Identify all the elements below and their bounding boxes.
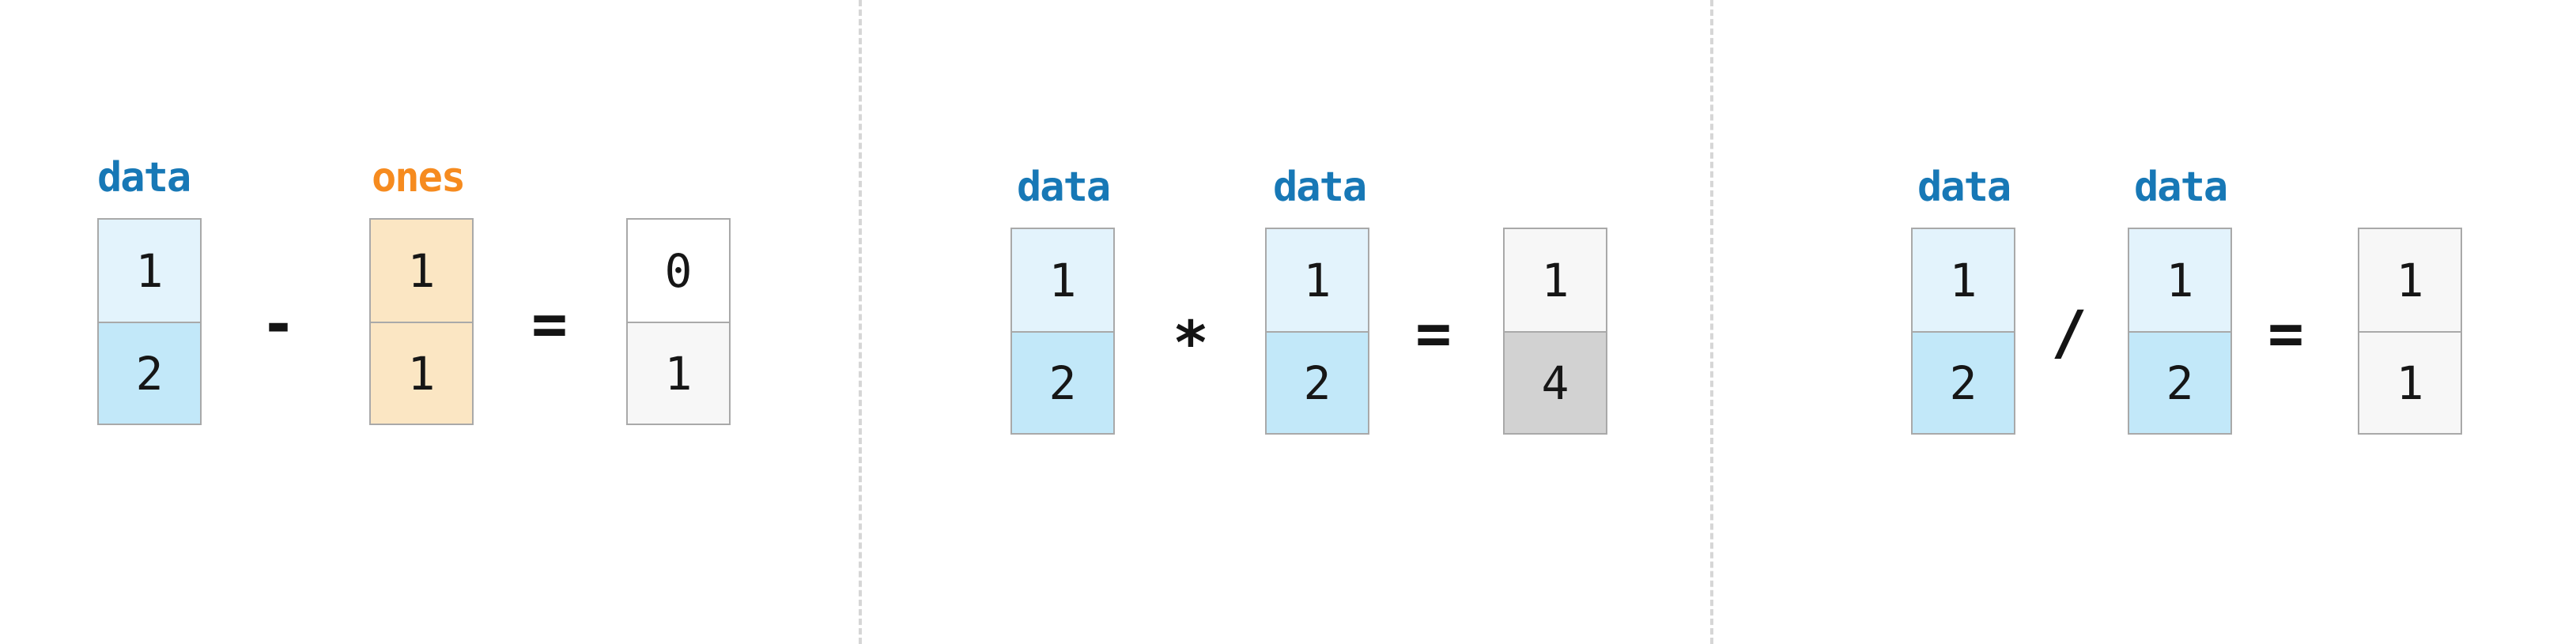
array-cell: 1	[2359, 331, 2461, 433]
array-column-result: 1 4	[1503, 228, 1607, 435]
array-column-ones: 1 1	[369, 218, 474, 425]
array-column-result: 1 1	[2358, 228, 2462, 435]
array-cell: 1	[99, 220, 200, 322]
array-cell: 1	[2359, 229, 2461, 331]
array-label-data: data	[1273, 164, 1367, 211]
array-column-result: 0 1	[626, 218, 731, 425]
array-cell: 4	[1505, 331, 1606, 433]
array-cell: 2	[2129, 331, 2230, 433]
array-cell: 1	[1012, 229, 1113, 331]
operator-divide: /	[2051, 297, 2087, 367]
array-label-data: data	[1917, 164, 2011, 211]
array-cell: 0	[628, 220, 729, 322]
array-cell: 1	[1505, 229, 1606, 331]
array-column-data: 1 2	[97, 218, 202, 425]
array-cell: 2	[1913, 331, 2014, 433]
operator-equals: =	[2268, 298, 2304, 368]
array-cell: 1	[2129, 229, 2230, 331]
panel-divider-2	[1710, 0, 1713, 644]
array-label-data: data	[2134, 164, 2228, 211]
operator-equals: =	[1415, 298, 1452, 368]
operator-equals: =	[531, 288, 568, 359]
array-cell: 1	[1913, 229, 2014, 331]
array-cell: 2	[1012, 331, 1113, 433]
array-cell: 1	[371, 322, 472, 424]
array-column-data: 1 2	[2128, 228, 2232, 435]
array-cell: 1	[628, 322, 729, 424]
array-cell: 1	[371, 220, 472, 322]
array-label-data: data	[1017, 164, 1111, 211]
array-column-data: 1 2	[1265, 228, 1369, 435]
operator-minus: -	[260, 288, 297, 359]
array-cell: 1	[1267, 229, 1368, 331]
operator-multiply: *	[1173, 307, 1209, 378]
panel-divider-1	[859, 0, 862, 644]
array-cell: 2	[99, 322, 200, 424]
array-column-data: 1 2	[1911, 228, 2015, 435]
array-cell: 2	[1267, 331, 1368, 433]
array-label-data: data	[97, 154, 191, 201]
array-column-data: 1 2	[1010, 228, 1115, 435]
array-label-ones: ones	[372, 154, 466, 201]
